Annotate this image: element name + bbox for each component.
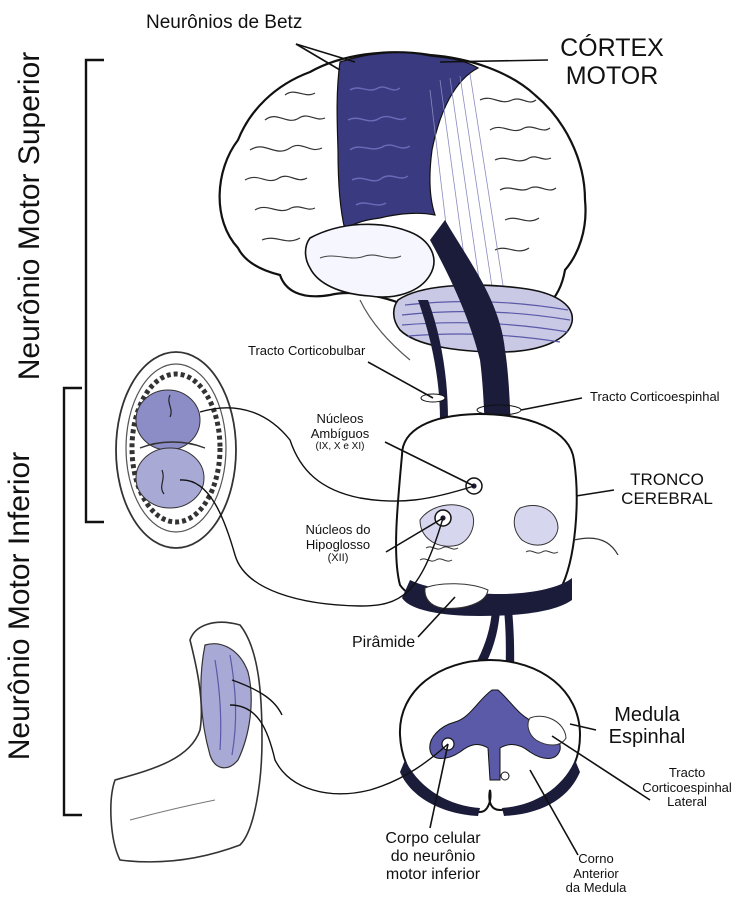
ambiguus-line-2: Ambíguos bbox=[292, 427, 388, 442]
spinal-cord-section bbox=[400, 660, 580, 816]
betz-leader-1 bbox=[296, 44, 340, 70]
motor-cortex-line-2: MOTOR bbox=[552, 62, 672, 90]
arm-illustration bbox=[111, 622, 262, 862]
ambiguus-nuclei-label: Núcleos Ambíguos (IX, X e XI) bbox=[292, 412, 388, 452]
hypoglossal-line-3: (XII) bbox=[290, 552, 386, 564]
hypoglossal-line-2: Hipoglosso bbox=[290, 538, 386, 553]
lower-motor-neuron-label: Neurônio Motor Inferior bbox=[3, 436, 39, 776]
corticobulbar-leader bbox=[368, 362, 433, 398]
cell-body-label: Corpo celular do neurônio motor inferior bbox=[368, 830, 498, 884]
anterior-horn-line-1: Corno bbox=[548, 852, 644, 867]
ambiguus-line-3: (IX, X e XI) bbox=[292, 441, 388, 452]
lateral-tract-line-1: Tracto bbox=[632, 766, 742, 781]
cell-body-line-2: do neurônio bbox=[368, 848, 498, 866]
corticospinal-label: Tracto Corticoespinhal bbox=[590, 390, 720, 405]
anterior-horn-line-3: da Medula bbox=[548, 881, 644, 896]
upper-motor-bracket bbox=[86, 60, 104, 522]
mouth-illustration bbox=[116, 352, 236, 548]
lower-motor-bracket bbox=[64, 388, 82, 815]
spinal-cord-label: Medula Espinhal bbox=[592, 704, 702, 749]
brainstem-line-1: TRONCO bbox=[612, 470, 722, 489]
lateral-tract-line-2: Corticoespinhal bbox=[632, 781, 742, 796]
anterior-horn-label: Corno Anterior da Medula bbox=[548, 852, 644, 896]
cell-body-line-1: Corpo celular bbox=[368, 830, 498, 848]
hypoglossal-line-1: Núcleos do bbox=[290, 523, 386, 538]
corticospinal-leader bbox=[521, 398, 582, 410]
lateral-tract-line-3: Lateral bbox=[632, 795, 742, 810]
brainstem-label: TRONCO CEREBRAL bbox=[612, 470, 722, 508]
anterior-horn-line-2: Anterior bbox=[548, 867, 644, 882]
betz-neurons-label: Neurônios de Betz bbox=[146, 12, 302, 33]
brain-illustration bbox=[220, 52, 586, 360]
lateral-corticospinal-label: Tracto Corticoespinhal Lateral bbox=[632, 766, 742, 810]
pyramid-label: Pirâmide bbox=[352, 634, 415, 652]
brainstem-section bbox=[396, 414, 618, 616]
corticobulbar-label: Tracto Corticobulbar bbox=[248, 344, 365, 359]
upper-motor-neuron-label: Neurônio Motor Superior bbox=[13, 51, 49, 381]
ambiguus-line-1: Núcleos bbox=[292, 412, 388, 427]
brainstem-line-2: CEREBRAL bbox=[612, 489, 722, 508]
motor-cortex-line-1: CÓRTEX bbox=[552, 34, 672, 62]
brackets bbox=[64, 60, 104, 815]
spinal-cord-line-2: Espinhal bbox=[592, 726, 702, 748]
hypoglossal-nuclei-label: Núcleos do Hipoglosso (XII) bbox=[290, 523, 386, 564]
cell-body-line-3: motor inferior bbox=[368, 866, 498, 884]
betz-leader-2 bbox=[296, 44, 355, 62]
brainstem-leader bbox=[576, 490, 614, 496]
motor-cortex-label: CÓRTEX MOTOR bbox=[552, 34, 672, 90]
spinal-cord-line-1: Medula bbox=[592, 704, 702, 726]
